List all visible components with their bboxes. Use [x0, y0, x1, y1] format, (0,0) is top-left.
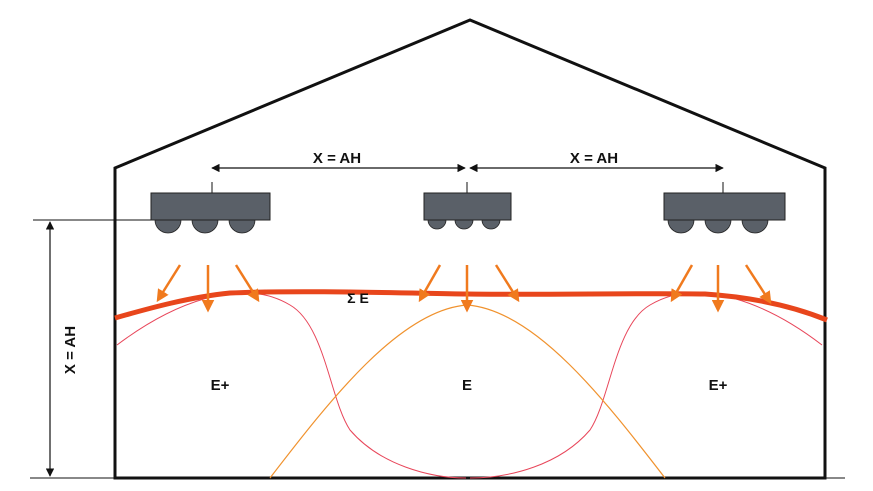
zone-label-center: E: [462, 377, 472, 394]
distribution-curve-left: [116, 292, 467, 479]
building-outline: [113, 18, 827, 480]
distribution-curve-right: [469, 292, 823, 479]
spacing-label-left: X = AH: [313, 150, 361, 167]
height-label: X = AH: [62, 326, 79, 374]
light-arrows-right: [670, 264, 772, 313]
light-arrows-center: [418, 264, 520, 313]
zone-label-left: E+: [211, 377, 230, 394]
light-fixture-center: [423, 182, 512, 230]
zone-label-right: E+: [709, 377, 728, 394]
light-fixture-left: [150, 182, 271, 234]
sum-label: Σ E: [347, 290, 369, 306]
light-fixture-right: [663, 182, 786, 234]
spacing-label-right: X = AH: [570, 150, 618, 167]
light-arrows-left: [156, 264, 260, 313]
